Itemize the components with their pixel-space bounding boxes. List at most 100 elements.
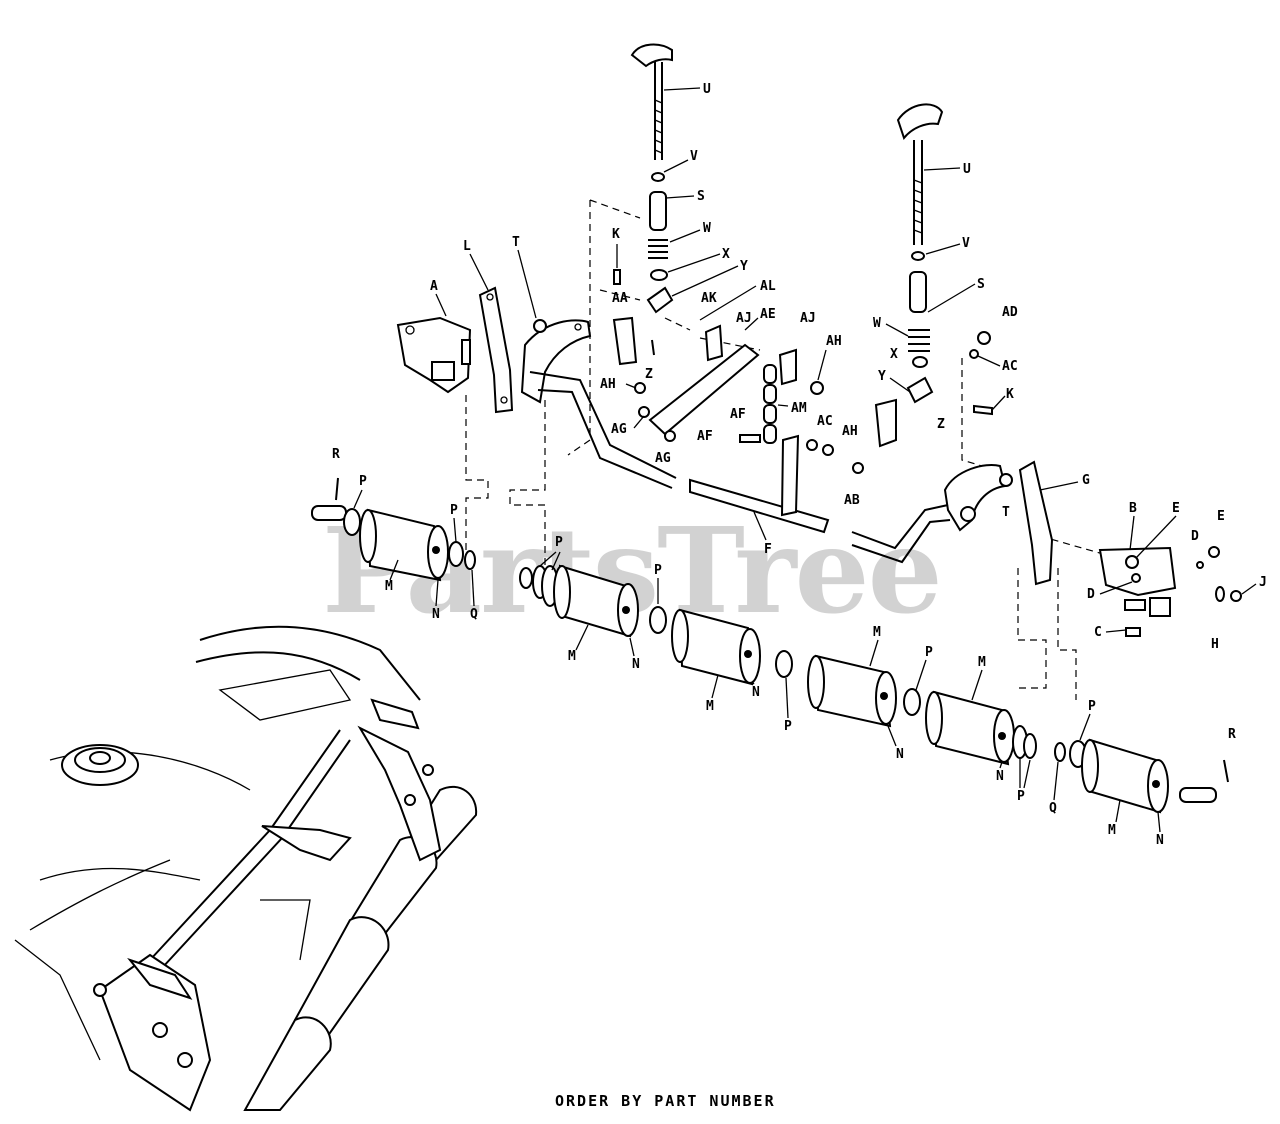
label-k-left: K bbox=[612, 227, 620, 242]
nut-ah-low bbox=[822, 444, 834, 456]
label-ab: AB bbox=[844, 493, 860, 508]
label-v-left: V bbox=[690, 149, 698, 164]
order-by-part-number-note: ORDER BY PART NUMBER bbox=[555, 1092, 776, 1110]
right-crank-arm bbox=[851, 464, 1007, 564]
label-ah-left: AH bbox=[600, 377, 616, 392]
label-z-left: Z bbox=[645, 367, 653, 382]
right-block-y bbox=[906, 376, 934, 404]
nut-ag bbox=[638, 406, 650, 418]
label-s-left: S bbox=[697, 189, 705, 204]
washer-h bbox=[1215, 586, 1225, 602]
washer-p-4 bbox=[775, 650, 793, 678]
label-p-2: P bbox=[450, 503, 458, 518]
label-m-4: M bbox=[873, 625, 881, 640]
label-ak: AK bbox=[701, 291, 717, 306]
label-aj-2: AJ bbox=[800, 311, 816, 326]
label-s-right: S bbox=[977, 277, 985, 292]
label-r-right: R bbox=[1228, 727, 1236, 742]
roller-m-3 bbox=[671, 608, 761, 686]
label-q-right: Q bbox=[1049, 801, 1057, 816]
chain-am bbox=[763, 364, 777, 444]
label-ah-2: AH bbox=[842, 424, 858, 439]
washer-p-1 bbox=[343, 508, 361, 536]
right-bracket-b bbox=[1098, 546, 1177, 617]
washer-p-2 bbox=[448, 541, 464, 567]
label-w-left: W bbox=[703, 221, 711, 236]
cross-bar-f bbox=[689, 434, 830, 534]
washer-p-5 bbox=[903, 688, 921, 716]
left-axle-r bbox=[311, 477, 347, 521]
bolt-ab bbox=[852, 462, 864, 474]
roller-m-1 bbox=[359, 508, 449, 582]
label-x-right: X bbox=[890, 347, 898, 362]
left-nut-x bbox=[650, 269, 668, 281]
label-ac-2: AC bbox=[1002, 359, 1018, 374]
label-d-2: D bbox=[1087, 587, 1095, 602]
label-ad: AD bbox=[1002, 305, 1018, 320]
label-y-right: Y bbox=[878, 369, 886, 384]
link-ae bbox=[648, 343, 760, 436]
right-washer-v bbox=[911, 251, 925, 261]
left-block-y bbox=[646, 286, 674, 314]
right-nut-x bbox=[912, 356, 928, 368]
label-n-2: N bbox=[632, 657, 640, 672]
label-af-1: AF bbox=[730, 407, 746, 422]
label-ae: AE bbox=[760, 307, 776, 322]
nut-ac bbox=[806, 439, 818, 451]
label-m-3: M bbox=[706, 699, 714, 714]
label-w-right: W bbox=[873, 316, 881, 331]
left-spring-w bbox=[648, 239, 668, 259]
right-nut-t bbox=[999, 473, 1013, 487]
right-spring-w bbox=[908, 329, 930, 352]
nut-ah-mid bbox=[810, 381, 824, 395]
right-sleeve-s bbox=[909, 271, 927, 313]
left-washer-v bbox=[651, 172, 665, 182]
label-e-2: E bbox=[1217, 509, 1225, 524]
right-axle-r bbox=[1179, 759, 1229, 803]
nut-ac-right bbox=[969, 349, 979, 359]
roller-m-6 bbox=[1081, 738, 1169, 814]
label-g: G bbox=[1082, 473, 1090, 488]
label-n-5: N bbox=[996, 769, 1004, 784]
label-p-5: P bbox=[784, 719, 792, 734]
left-bolt-k bbox=[613, 269, 621, 285]
label-d-1: D bbox=[1191, 529, 1199, 544]
left-sleeve-s bbox=[649, 191, 667, 231]
label-m-5: M bbox=[978, 655, 986, 670]
label-u-right: U bbox=[963, 162, 971, 177]
label-n-6: N bbox=[1156, 833, 1164, 848]
right-lift-handle bbox=[896, 103, 944, 245]
label-p-1: P bbox=[359, 474, 367, 489]
right-bracket-z bbox=[874, 398, 897, 448]
washer-q-right bbox=[1054, 742, 1066, 762]
bolt-af bbox=[664, 430, 676, 442]
label-p-7: P bbox=[1017, 789, 1025, 804]
label-v-right: V bbox=[962, 236, 970, 251]
label-e-1: E bbox=[1172, 501, 1180, 516]
bolt-c bbox=[1125, 627, 1141, 637]
label-m-6: M bbox=[1108, 823, 1116, 838]
nut-ad bbox=[977, 331, 991, 345]
label-c: C bbox=[1094, 625, 1102, 640]
label-h: H bbox=[1211, 637, 1219, 652]
label-p-4: P bbox=[654, 563, 662, 578]
label-x-left: X bbox=[722, 247, 730, 262]
left-lift-handle bbox=[630, 43, 673, 160]
label-u-left: U bbox=[703, 82, 711, 97]
washer-d bbox=[1196, 561, 1204, 569]
label-t-right: T bbox=[1002, 505, 1010, 520]
label-n-3: N bbox=[752, 685, 760, 700]
label-f: F bbox=[764, 542, 772, 557]
left-pin-z bbox=[651, 339, 655, 356]
label-m-1: M bbox=[385, 579, 393, 594]
label-p-8: P bbox=[1088, 699, 1096, 714]
right-lever-g bbox=[1018, 460, 1054, 586]
right-bolt-k bbox=[973, 404, 993, 416]
label-n-1: N bbox=[432, 607, 440, 622]
washer-p-3 bbox=[649, 606, 667, 634]
label-af-2: AF bbox=[697, 429, 713, 444]
label-am: AM bbox=[791, 401, 807, 416]
label-ac-1: AC bbox=[817, 414, 833, 429]
label-a: A bbox=[430, 279, 438, 294]
